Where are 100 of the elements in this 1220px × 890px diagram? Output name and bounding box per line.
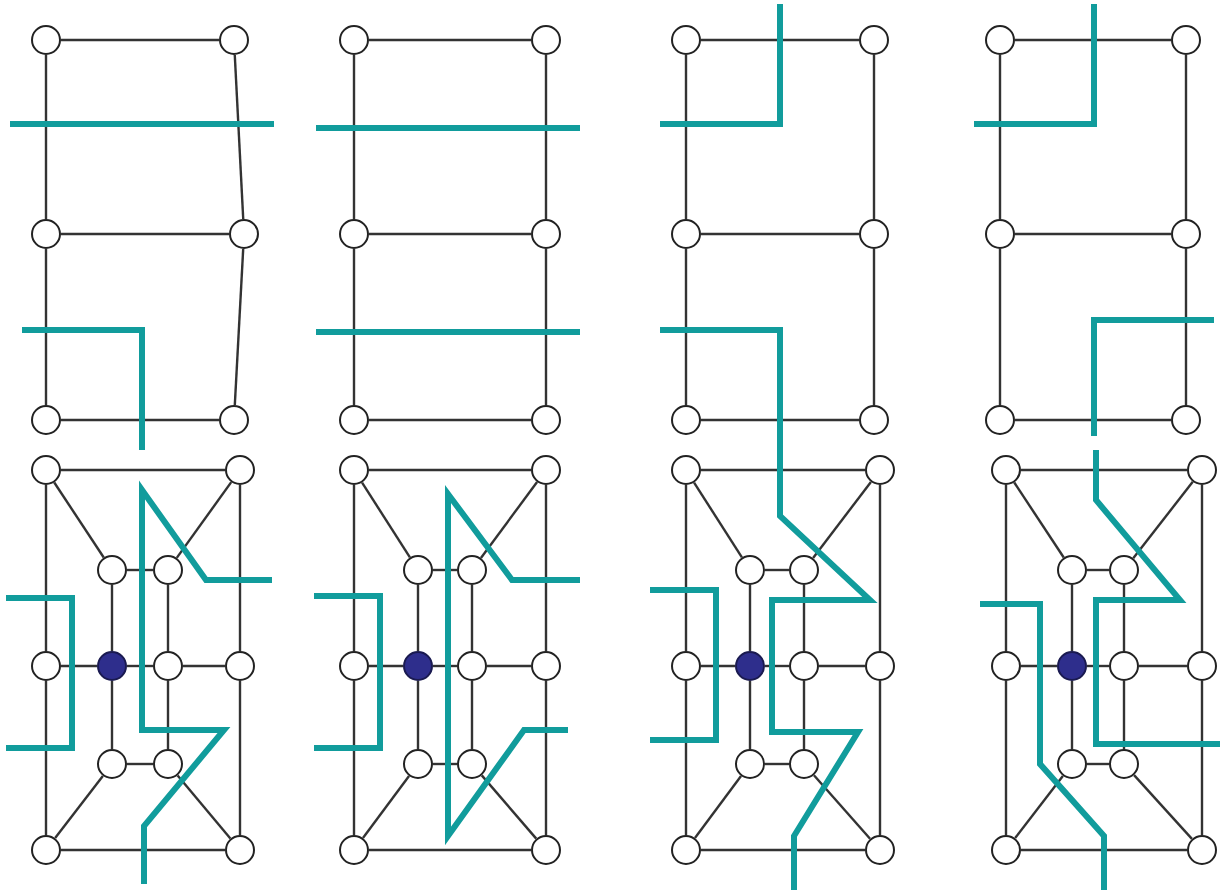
graph-edge	[369, 38, 531, 42]
graph-edge	[701, 848, 865, 852]
graph-vertex	[339, 25, 369, 55]
graph-edge	[127, 568, 153, 572]
graph-vertex	[531, 25, 561, 55]
graph-edge	[544, 485, 548, 651]
graph-edge	[544, 249, 548, 405]
graph-edge	[684, 55, 688, 219]
graph-edge	[44, 55, 48, 219]
graph-vertex	[339, 651, 369, 681]
graph-edge	[53, 481, 105, 559]
graph-vertex	[1109, 651, 1139, 681]
graph-edge	[233, 54, 245, 220]
graph-edge	[61, 468, 225, 472]
graph-edge	[998, 55, 1002, 219]
graph-vertex	[671, 25, 701, 55]
graph-vertex	[859, 219, 889, 249]
graph-vertex	[153, 749, 183, 779]
graph-edge	[693, 482, 743, 558]
graph-edge	[748, 681, 752, 749]
graph-edge	[1184, 55, 1188, 219]
graph-edge	[44, 681, 48, 835]
graph-edge	[352, 485, 356, 651]
graph-edge	[684, 681, 688, 835]
graph-edge	[1132, 481, 1194, 559]
graph-vertex	[97, 555, 127, 585]
graph-edge	[1004, 485, 1008, 651]
graph-vertex	[457, 749, 487, 779]
graph-vertex	[225, 651, 255, 681]
graph-edge	[166, 585, 170, 651]
graph-edge	[1122, 585, 1126, 651]
graph-vertex	[865, 455, 895, 485]
graph-edge	[233, 248, 245, 406]
graph-edge	[1021, 848, 1187, 852]
graph-vertex	[457, 651, 487, 681]
graph-vertex	[31, 455, 61, 485]
graph-edge	[61, 848, 225, 852]
graph-edge	[878, 485, 882, 651]
graph-edge	[544, 681, 548, 835]
graph-edge	[176, 774, 232, 840]
graph-edge	[701, 468, 865, 472]
graph-edge	[1021, 468, 1187, 472]
graph-vertex	[865, 651, 895, 681]
graph-vertex	[403, 749, 433, 779]
graph-vertex	[31, 25, 61, 55]
graph-vertex	[789, 555, 819, 585]
graph-vertex	[31, 219, 61, 249]
graph-vertex	[671, 219, 701, 249]
graph-edge	[544, 55, 548, 219]
graph-vertex	[531, 651, 561, 681]
graph-edge	[416, 681, 420, 749]
graph-vertex	[859, 25, 889, 55]
graph-edge	[1070, 681, 1074, 749]
graph-edge	[1139, 664, 1187, 668]
graph-edge	[1014, 775, 1064, 839]
graph-vertex	[1109, 555, 1139, 585]
graph-vertex	[1109, 749, 1139, 779]
graph-vertex	[985, 405, 1015, 435]
graph-edge	[684, 249, 688, 405]
graph-edge	[44, 485, 48, 651]
graph-edge	[470, 681, 474, 749]
graph-edge	[765, 762, 789, 766]
graph-edge	[487, 664, 531, 668]
graph-edge	[362, 775, 410, 839]
graph-edge	[765, 568, 789, 572]
graph-edge	[872, 249, 876, 405]
graph-edge	[684, 485, 688, 651]
graph-edge	[1004, 681, 1008, 835]
graph-edge	[361, 482, 411, 558]
graph-edge	[802, 681, 806, 749]
graph-edge	[1015, 38, 1171, 42]
graph-edge	[369, 848, 531, 852]
graph-edge	[878, 681, 882, 835]
graph-edge	[812, 481, 872, 559]
graph-edge	[61, 664, 97, 668]
graph-edge	[433, 762, 457, 766]
graph-edge	[1013, 481, 1065, 559]
graph-vertex	[1057, 749, 1087, 779]
graph-edge	[369, 418, 531, 422]
graph-vertex	[1171, 25, 1201, 55]
graph-vertex	[671, 455, 701, 485]
graph-edge	[61, 418, 219, 422]
highlighted-vertex	[735, 651, 765, 681]
graph-edge	[701, 664, 735, 668]
graph-vertex	[1057, 555, 1087, 585]
graph-edge	[819, 664, 865, 668]
graph-edge	[175, 481, 233, 559]
graph-edge	[1184, 249, 1188, 405]
graph-edge	[369, 468, 531, 472]
graph-vertex	[735, 749, 765, 779]
graph-edge	[701, 418, 859, 422]
graph-vertex	[991, 455, 1021, 485]
graph-vertex	[1187, 651, 1217, 681]
graph-edge	[44, 249, 48, 405]
graph-vertex	[859, 405, 889, 435]
graph-vertex	[403, 555, 433, 585]
graph-vertex	[225, 835, 255, 865]
graph-edge	[110, 681, 114, 749]
graph-edge	[369, 232, 531, 236]
graph-edge	[1200, 485, 1204, 651]
